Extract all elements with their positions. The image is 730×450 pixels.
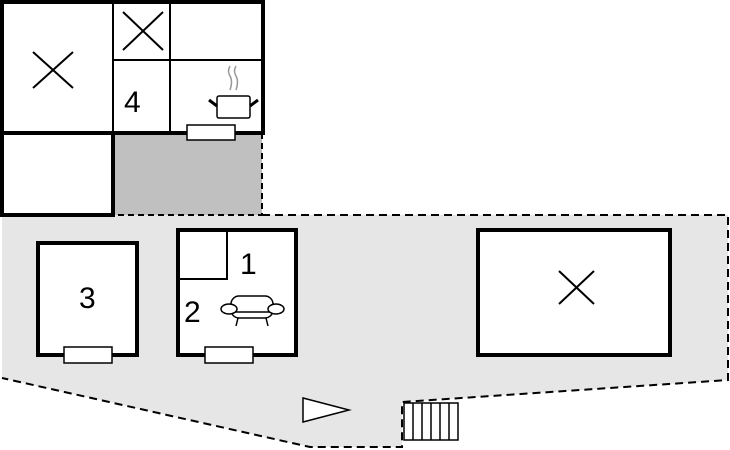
cross-icon [32, 51, 74, 89]
covered-area [113, 133, 262, 215]
room-label-4: 4 [124, 86, 141, 119]
building-right [476, 228, 672, 357]
terrace-outline [1, 214, 729, 448]
cross-icon [122, 11, 164, 51]
room-label-1: 1 [240, 248, 257, 281]
covered-outline [113, 133, 263, 216]
building-rooms-1-2 [176, 228, 298, 357]
stairs-icon [403, 402, 459, 441]
sofa-icon [220, 295, 285, 327]
window [186, 124, 236, 141]
window [204, 346, 254, 364]
window [63, 346, 113, 364]
room-label-3: 3 [79, 282, 96, 315]
interior-wall [178, 230, 228, 280]
room-label-2: 2 [184, 296, 201, 329]
cross-icon [558, 270, 595, 305]
kitchen-pot-icon [208, 65, 259, 119]
entrance-arrow-icon [302, 397, 352, 423]
